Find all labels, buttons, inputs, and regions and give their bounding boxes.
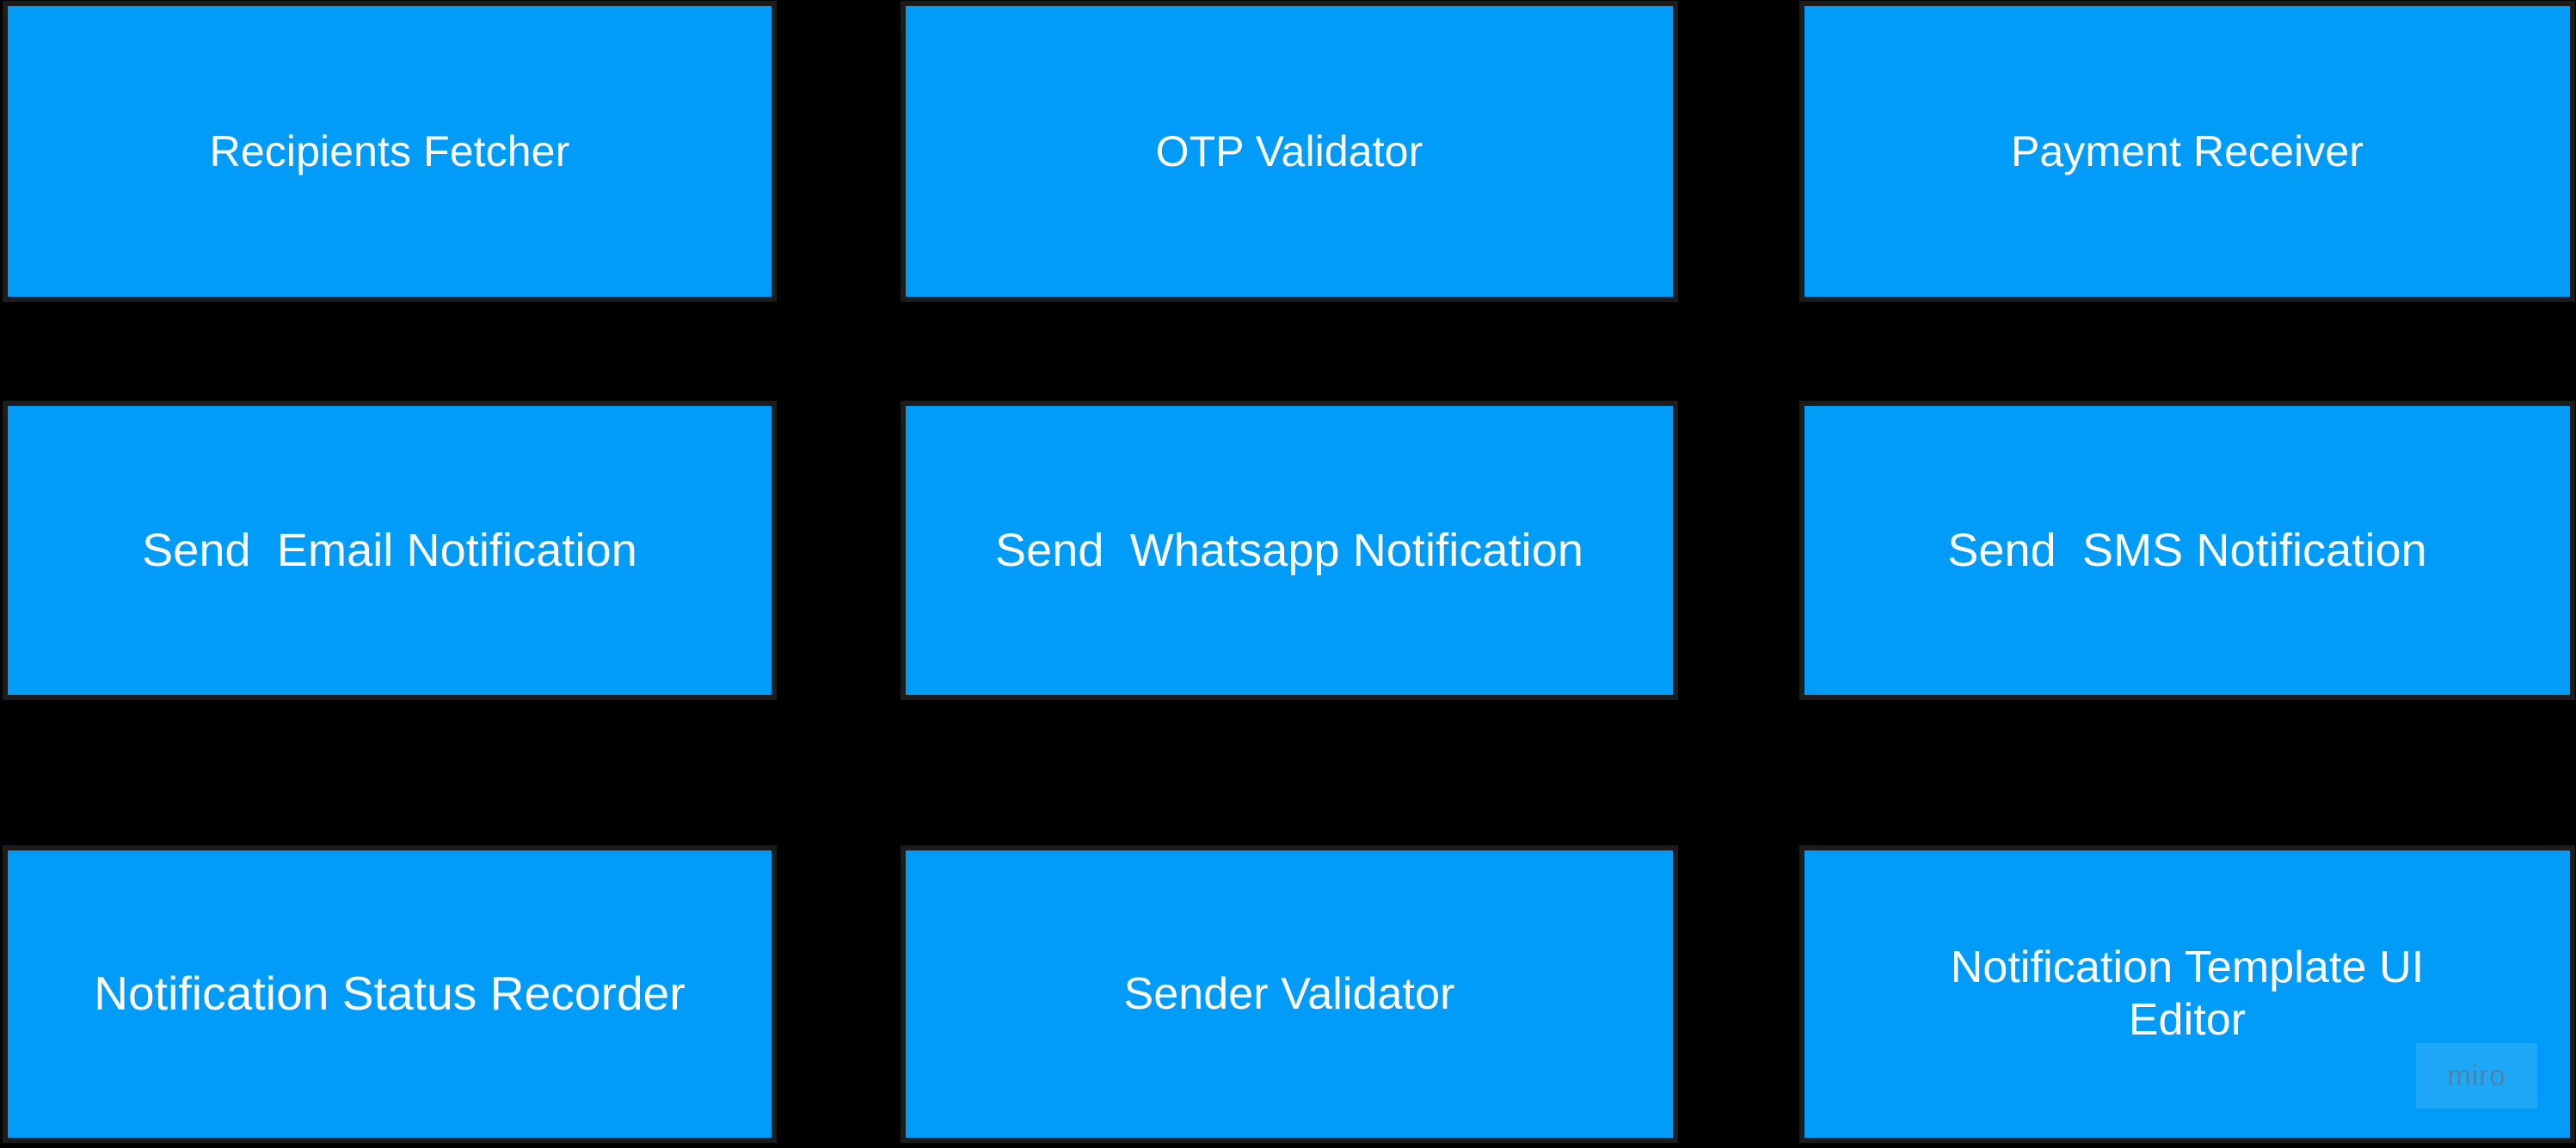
card-label: Send Whatsapp Notification <box>994 524 1584 576</box>
card-label: Recipients Fetcher <box>209 127 570 175</box>
card-sender-validator[interactable]: Sender Validator <box>901 845 1678 1143</box>
card-label: OTP Validator <box>1155 127 1423 175</box>
card-label: Send SMS Notification <box>1947 524 2427 576</box>
card-send-email-notification[interactable]: Send Email Notification <box>3 401 777 700</box>
card-send-sms-notification[interactable]: Send SMS Notification <box>1799 401 2575 700</box>
card-notification-status-recorder[interactable]: Notification Status Recorder <box>3 845 777 1143</box>
card-label: Send Email Notification <box>142 524 637 576</box>
card-label: Sender Validator <box>1123 968 1455 1019</box>
card-notification-template-ui-editor[interactable]: Notification Template UI Editor <box>1799 845 2575 1143</box>
card-send-whatsapp-notification[interactable]: Send Whatsapp Notification <box>901 401 1678 700</box>
card-payment-receiver[interactable]: Payment Receiver <box>1799 1 2575 302</box>
card-recipients-fetcher[interactable]: Recipients Fetcher <box>3 1 777 302</box>
card-label: Notification Status Recorder <box>94 967 685 1021</box>
card-otp-validator[interactable]: OTP Validator <box>901 1 1678 302</box>
card-label: Payment Receiver <box>2010 127 2364 175</box>
card-label: Notification Template UI Editor <box>1950 942 2437 1045</box>
